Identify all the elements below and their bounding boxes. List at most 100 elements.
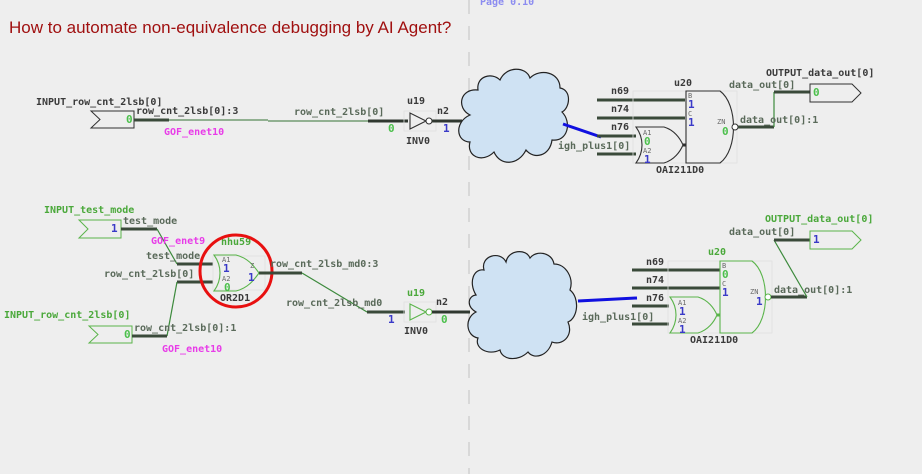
- top-oai-net-n69: n69: [611, 86, 629, 97]
- bottom-or-bbox: [212, 255, 266, 291]
- page-label: Page 0.10: [480, 0, 535, 8]
- bottom-or-pin-a1: A1: [222, 256, 230, 264]
- bottom-oai-net-n76: n76: [646, 293, 664, 304]
- bottom-oai-a2-value: 1: [679, 323, 686, 336]
- top-output-port-name: OUTPUT_data_out[0]: [766, 68, 874, 79]
- bottom-oai-a1-value: 1: [679, 305, 686, 318]
- top-oai-net-n74: n74: [611, 104, 629, 115]
- bottom-inv-out-value: 0: [441, 313, 448, 326]
- top-schematic: INPUT_row_cnt_2lsb[0] 0 row_cnt_2lsb[0]:…: [36, 68, 874, 176]
- bottom-net-md0: row_cnt_2lsb_md0: [286, 298, 382, 309]
- bottom-output-port-name: OUTPUT_data_out[0]: [765, 214, 873, 225]
- bottom-net-row-cnt-1: row_cnt_2lsb[0]:1: [134, 323, 236, 334]
- bottom-wire-row-2: [166, 281, 178, 337]
- bottom-net-row-cnt: row_cnt_2lsb[0]: [104, 269, 194, 280]
- top-inv-instance: u19: [407, 96, 425, 107]
- top-out-net-1: data_out[0]:1: [740, 115, 818, 126]
- bottom-output-port-value: 1: [813, 233, 820, 246]
- highlight-circle: [198, 233, 274, 309]
- top-oai-a1-value: 0: [644, 135, 651, 148]
- bottom-wire-out-2: [773, 239, 808, 298]
- top-oai-a2-value: 1: [644, 153, 651, 166]
- top-oai-zn-value: 0: [722, 125, 729, 138]
- top-oai-pin-a1: A1: [643, 129, 651, 137]
- bottom-or-gate[interactable]: [212, 254, 260, 292]
- bottom-oai-blue-net: igh_plus1[0]: [582, 311, 654, 323]
- bottom-oai-pin-a2: A2: [678, 317, 686, 325]
- top-oai-pin-b: B: [688, 92, 692, 100]
- bottom-oai-net-n69: n69: [646, 257, 664, 268]
- bottom-out-net-1: data_out[0]:1: [774, 285, 852, 296]
- bottom-cloud-shape: [467, 251, 578, 360]
- top-input-port-name: INPUT_row_cnt_2lsb[0]: [36, 97, 162, 108]
- bottom-inv-gate[interactable]: [409, 303, 428, 321]
- top-oai-b-value: 1: [688, 98, 695, 111]
- bottom-oai-pin-b: B: [722, 262, 726, 270]
- bottom-oai-pin-zn: ZN: [750, 288, 758, 296]
- bottom-or-pin-a2: A2: [222, 275, 230, 283]
- top-oai-or-gate[interactable]: [634, 126, 684, 164]
- top-net-row-cnt-3: row_cnt_2lsb[0]:3: [136, 106, 238, 117]
- top-oai-c-value: 1: [688, 116, 695, 129]
- bottom-or-cell: OR2D1: [220, 293, 250, 304]
- bottom-gof-label-9: GOF_enet9: [151, 236, 205, 247]
- top-inv-bubble: [425, 117, 433, 125]
- bottom-or-instance: hhu59: [221, 237, 251, 248]
- top-inv-gate[interactable]: [409, 112, 428, 130]
- bottom-net-test-mode-2: test_mode: [146, 251, 200, 262]
- bottom-input-port-value: 0: [124, 328, 131, 341]
- bottom-test-port-name: INPUT_test_mode: [44, 205, 134, 216]
- bottom-wire-test-2: [156, 228, 178, 265]
- top-output-port-value: 0: [813, 86, 820, 99]
- top-oai-instance: u20: [674, 78, 692, 89]
- bottom-or-z-value: 1: [248, 271, 255, 284]
- top-output-port[interactable]: [809, 83, 862, 103]
- top-oai-cell: OAI211D0: [656, 165, 704, 176]
- bottom-output-port[interactable]: [809, 230, 862, 250]
- bottom-oai-bubble: [764, 293, 772, 301]
- bottom-inv-cell: INV0: [404, 326, 428, 337]
- top-gof-label: GOF_enet10: [164, 127, 224, 138]
- top-inv-out-net: n2: [437, 106, 449, 117]
- bottom-input-port[interactable]: [87, 325, 133, 344]
- top-net-row-cnt: row_cnt_2lsb[0]: [294, 107, 384, 118]
- bottom-oai-c-value: 1: [722, 286, 729, 299]
- bottom-oai-and-gate[interactable]: [719, 260, 767, 334]
- bottom-oai-cell: OAI211D0: [690, 335, 738, 346]
- bottom-wire-md0-2: [301, 272, 368, 313]
- bottom-or-a1-value: 1: [223, 262, 230, 275]
- top-inv-cell: INV0: [406, 136, 430, 147]
- bottom-inv-bubble: [425, 308, 433, 316]
- top-inv-in-value: 0: [388, 122, 395, 135]
- bottom-oai-pin-c: C: [722, 280, 726, 288]
- bottom-oai-instance: u20: [708, 247, 726, 258]
- bottom-inv-in-value: 1: [388, 313, 395, 326]
- bottom-test-port[interactable]: [77, 219, 122, 239]
- bottom-input-port-name: INPUT_row_cnt_2lsb[0]: [4, 310, 130, 321]
- bottom-or-a2-value: 0: [224, 281, 231, 294]
- top-inv-out-value: 1: [443, 122, 450, 135]
- bottom-out-net: data_out[0]: [729, 227, 795, 238]
- slide-title: How to automate non-equivalence debuggin…: [9, 18, 452, 37]
- bottom-oai-or-gate[interactable]: [668, 296, 718, 334]
- bottom-schematic: INPUT_test_mode 1 test_mode GOF_enet9 te…: [4, 205, 873, 360]
- top-oai-blue-net: igh_plus1[0]: [558, 140, 630, 152]
- bottom-or-pin-z: Z: [250, 262, 254, 270]
- top-out-net: data_out[0]: [729, 80, 795, 91]
- top-oai-and-gate[interactable]: [685, 90, 735, 164]
- bottom-oai-zn-value: 1: [756, 295, 763, 308]
- top-input-port[interactable]: [89, 110, 135, 129]
- top-oai-pin-zn: ZN: [717, 118, 725, 126]
- top-cloud-shape: [458, 68, 570, 163]
- bottom-oai-net-n74: n74: [646, 275, 664, 286]
- bottom-gof-label: GOF_enet10: [162, 344, 222, 355]
- top-oai-pin-a2: A2: [643, 147, 651, 155]
- bottom-test-port-value: 1: [111, 222, 118, 235]
- bottom-net-test-mode: test_mode: [123, 216, 177, 227]
- top-oai-bubble: [731, 123, 739, 131]
- bottom-blue-wire: [577, 296, 638, 303]
- bottom-net-md0-3: row_cnt_2lsb_md0:3: [270, 259, 378, 270]
- top-blue-wire: [562, 122, 602, 139]
- bottom-inv-out-net: n2: [436, 297, 448, 308]
